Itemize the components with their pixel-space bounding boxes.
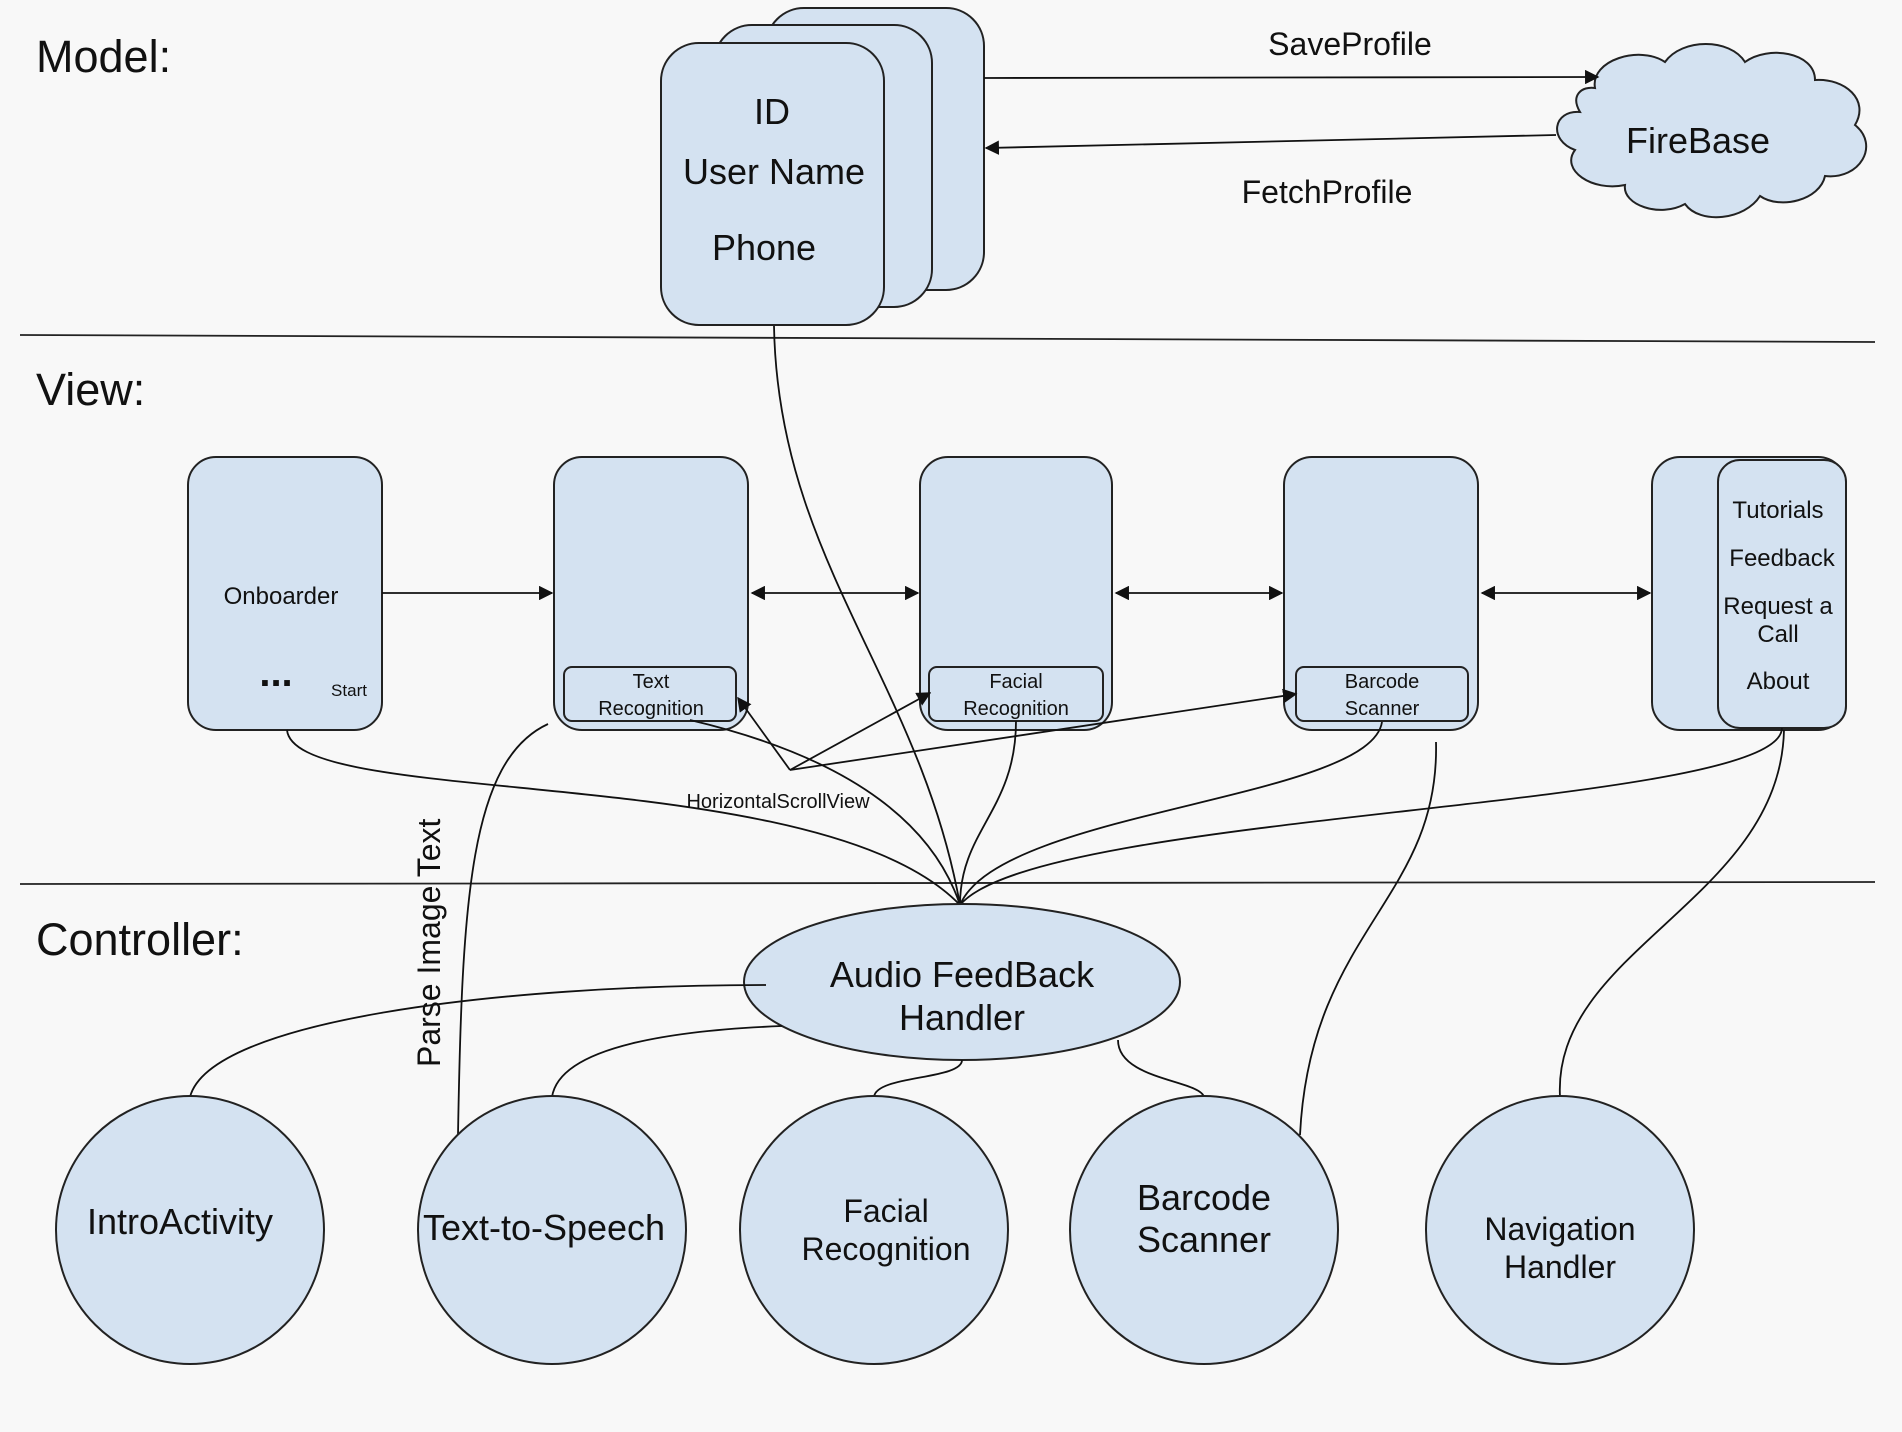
onboarder-label: Onboarder bbox=[224, 583, 339, 610]
barcode-to-audio-line bbox=[959, 721, 1383, 906]
menu-item-feedback: Feedback bbox=[1729, 545, 1835, 572]
audio-feedback-handler: Audio FeedBack Handler bbox=[743, 903, 1181, 1061]
profile-field-phone: Phone bbox=[712, 227, 816, 268]
text-to-speech-circle bbox=[417, 1095, 687, 1365]
navigation-handler-circle bbox=[1425, 1095, 1695, 1365]
facial-recognition-screen: Facial Recognition bbox=[919, 456, 1113, 731]
firebase-label: FireBase bbox=[1626, 120, 1770, 161]
facial-recognition-node: Facial Recognition bbox=[739, 1095, 1009, 1365]
controller-section-label: Controller: bbox=[36, 914, 244, 965]
barcode-scanner-label-line1: Barcode bbox=[1137, 1177, 1271, 1218]
text-to-speech-node: Text-to-Speech bbox=[417, 1095, 687, 1365]
fetch-profile-label: FetchProfile bbox=[1242, 174, 1413, 210]
firebase-cloud-shape bbox=[1556, 43, 1868, 219]
intro-activity-circle bbox=[55, 1095, 325, 1365]
tts-to-audio-line bbox=[551, 1025, 783, 1098]
view-section-label: View: bbox=[36, 364, 145, 415]
menu-item-tutorials: Tutorials bbox=[1732, 497, 1823, 524]
navigation-handler-label-line2: Handler bbox=[1504, 1249, 1616, 1285]
profile-card-stack: ID User Name Phone bbox=[660, 7, 985, 326]
profile-to-audio-line bbox=[773, 325, 961, 906]
text-recognition-tab-line2: Recognition bbox=[598, 698, 704, 720]
onboarder-dots: ... bbox=[259, 651, 292, 695]
facial-to-audio-controller-line bbox=[873, 1059, 963, 1098]
menu-screen: Tutorials Feedback Request a Call About bbox=[1651, 456, 1847, 731]
facial-to-audio-line bbox=[959, 720, 1017, 906]
onboarder-to-audio-line bbox=[286, 729, 961, 906]
barcode-scanner-screen: Barcode Scanner bbox=[1283, 456, 1479, 731]
menu-item-call: Call bbox=[1757, 621, 1798, 648]
navigation-handler-label-line1: Navigation bbox=[1484, 1211, 1635, 1247]
firebase-cloud: FireBase bbox=[1556, 43, 1868, 219]
model-section-label: Model: bbox=[36, 31, 171, 82]
scroll-to-barcode-arrow bbox=[789, 688, 1298, 771]
navigation-handler-node: Navigation Handler bbox=[1425, 1095, 1695, 1365]
menu-item-about: About bbox=[1747, 668, 1810, 695]
save-profile-label: SaveProfile bbox=[1268, 26, 1432, 62]
barcode-scanner-circle bbox=[1069, 1095, 1339, 1365]
scroll-to-text-arrow bbox=[737, 696, 791, 771]
text-recognition-screen: Text Recognition bbox=[553, 456, 749, 731]
facial-recognition-label-line1: Facial bbox=[843, 1193, 928, 1229]
audio-handler-line1: Audio FeedBack bbox=[830, 954, 1095, 995]
barcode-scanner-label-line2: Scanner bbox=[1137, 1219, 1271, 1260]
barcode-screen-to-scanner-line bbox=[1299, 741, 1437, 1136]
menu-to-navigation-line bbox=[1559, 729, 1785, 1098]
barcode-scanner-box bbox=[1283, 456, 1479, 731]
barcode-scanner-tab-line2: Scanner bbox=[1345, 698, 1420, 720]
text-recognition-box bbox=[553, 456, 749, 731]
save-profile-arrow bbox=[983, 69, 1600, 85]
menu-item-request: Request a bbox=[1723, 593, 1833, 620]
text-to-speech-label: Text-to-Speech bbox=[423, 1207, 665, 1248]
facial-recognition-label-line2: Recognition bbox=[802, 1231, 971, 1267]
view-controller-divider bbox=[19, 881, 1876, 885]
audio-handler-line2: Handler bbox=[899, 997, 1025, 1038]
facial-recognition-tab-line1: Facial bbox=[989, 671, 1042, 693]
text-to-audio-line bbox=[689, 719, 961, 906]
text-recognition-tab-line1: Text bbox=[633, 671, 670, 693]
facial-recognition-tab-line2: Recognition bbox=[963, 698, 1069, 720]
menu-to-audio-line bbox=[959, 727, 1783, 906]
barcode-scanner-tab-line1: Barcode bbox=[1345, 671, 1420, 693]
intro-activity-label: IntroActivity bbox=[87, 1201, 273, 1242]
model-view-divider bbox=[19, 334, 1876, 343]
facial-recognition-circle bbox=[739, 1095, 1009, 1365]
profile-card-front bbox=[660, 42, 885, 326]
intro-to-audio-line bbox=[189, 984, 767, 1098]
barcode-scanner-node: Barcode Scanner bbox=[1069, 1095, 1339, 1365]
barcode-to-audio-controller-line bbox=[1117, 1039, 1205, 1098]
scroll-to-facial-arrow bbox=[789, 692, 932, 771]
profile-field-id: ID bbox=[754, 91, 790, 132]
profile-field-user-name: User Name bbox=[683, 151, 865, 192]
horizontal-scroll-label: HorizontalScrollView bbox=[686, 791, 870, 813]
parse-image-text-line bbox=[457, 723, 549, 1136]
parse-image-text-label: Parse Image Text bbox=[411, 818, 447, 1067]
onboarder-screen: Onboarder ... Start bbox=[187, 456, 383, 731]
text-recognition-tab bbox=[563, 666, 737, 722]
onboarder-start-label: Start bbox=[331, 681, 367, 700]
fetch-profile-arrow bbox=[984, 134, 1557, 155]
intro-activity-node: IntroActivity bbox=[55, 1095, 325, 1365]
